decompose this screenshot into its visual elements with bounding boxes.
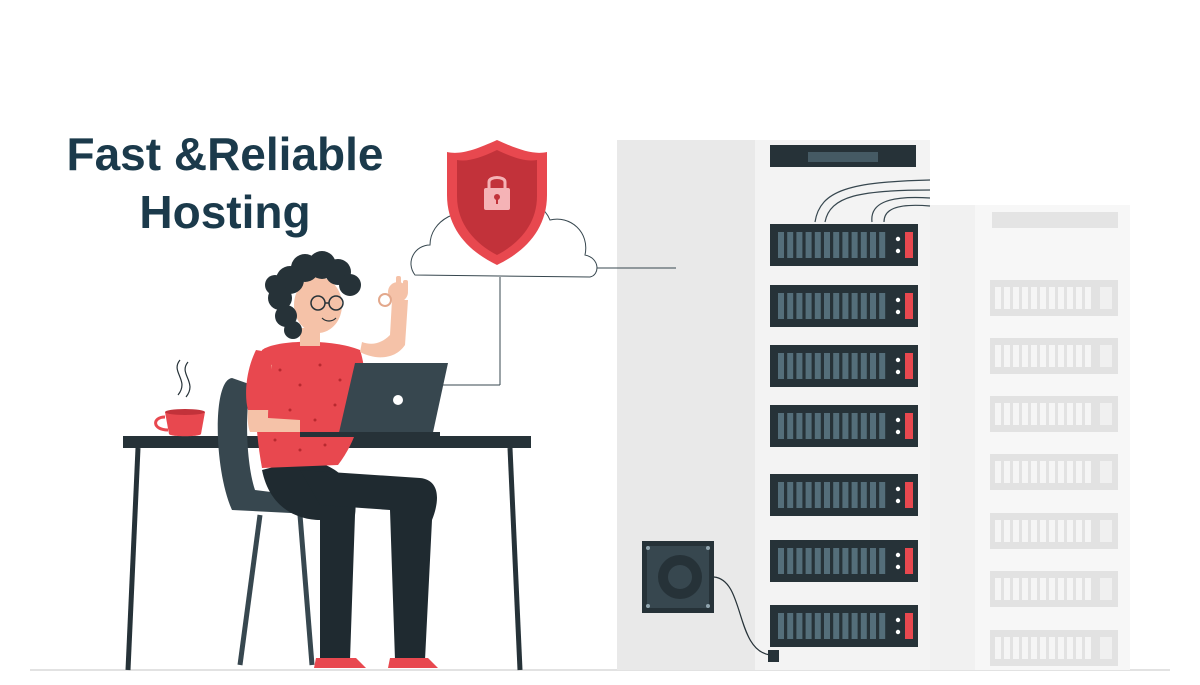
- chair: [217, 378, 335, 666]
- server-unit: [770, 224, 918, 266]
- server-unit: [770, 285, 918, 327]
- server-unit: [770, 474, 918, 516]
- headline-line-2: Hosting: [139, 186, 311, 238]
- background-server-unit: [990, 513, 1118, 549]
- background-server-unit: [990, 396, 1118, 432]
- power-unit-icon: [642, 541, 779, 662]
- background-server-unit: [990, 571, 1118, 607]
- server-unit: [770, 345, 918, 387]
- server-unit: [770, 540, 918, 582]
- person: [246, 251, 438, 668]
- server-unit: [770, 605, 918, 647]
- background-server-rack: [930, 205, 1130, 670]
- background-server-unit: [990, 454, 1118, 490]
- server-unit: [770, 405, 918, 447]
- background-server-unit: [990, 280, 1118, 316]
- coffee-cup-icon: [154, 359, 205, 437]
- headline: Fast &Reliable Hosting: [40, 125, 410, 241]
- server-rack-icon: [590, 140, 931, 670]
- headline-line-1: Fast &Reliable: [66, 128, 384, 180]
- shield-lock-icon: [447, 140, 547, 265]
- laptop-icon: [300, 363, 448, 437]
- background-server-unit: [990, 630, 1118, 666]
- background-server-unit: [990, 338, 1118, 374]
